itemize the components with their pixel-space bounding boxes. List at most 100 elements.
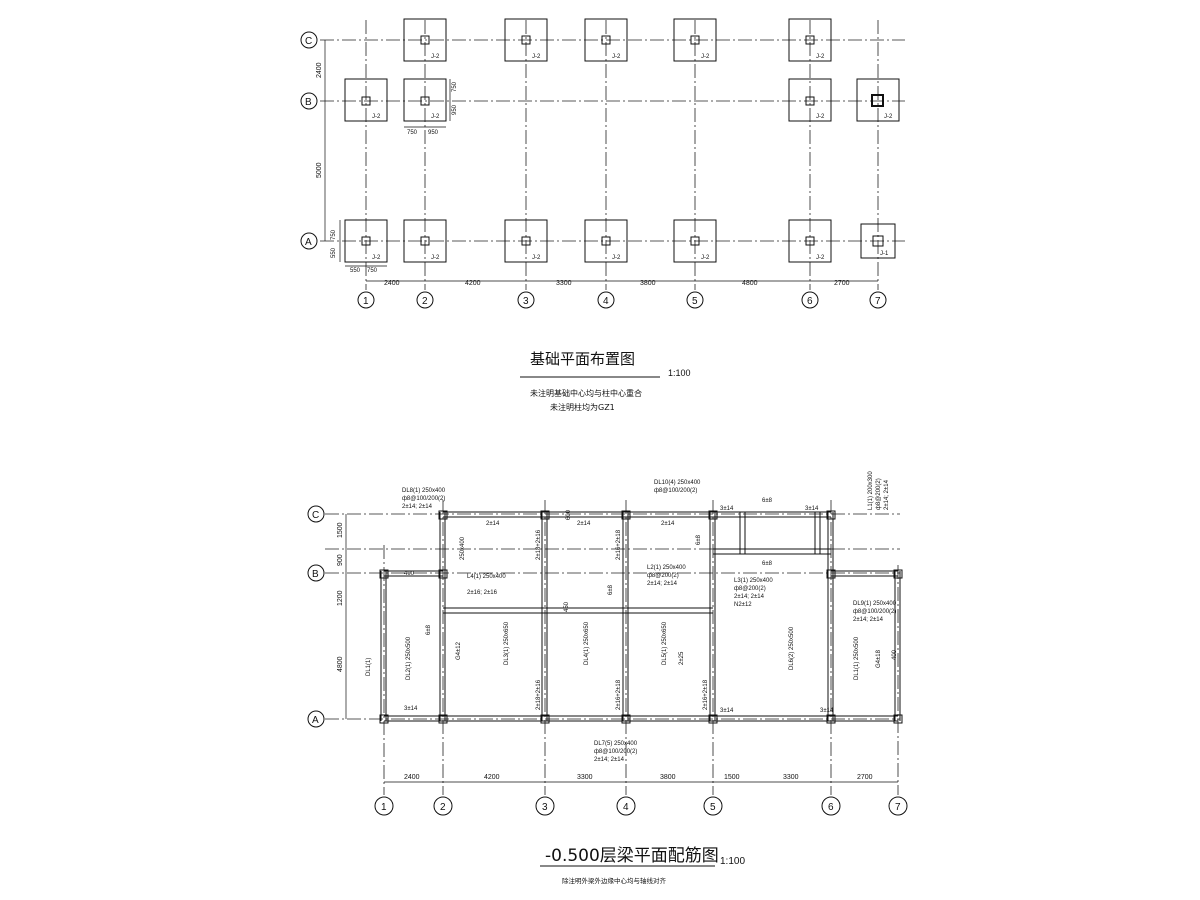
footing-label: J-2 [431, 114, 440, 120]
beam-label: DL2(1) 250x500 [406, 636, 412, 680]
beam-label: 3±14 [720, 708, 734, 714]
footing-label: J-2 [431, 255, 440, 261]
beam-label: DL10(4) 250x400 [654, 480, 701, 486]
axis-label-4: 4 [623, 802, 629, 813]
beam-label: DL6(2) 250x500 [789, 626, 795, 670]
span-x-5-6: 4800 [742, 280, 758, 287]
beam-label: 250x400 [460, 536, 466, 560]
beam-label: DL7(5) 250x400 [594, 741, 638, 747]
axis-label-1: 1 [363, 296, 369, 307]
span-y-C-B: 2400 [316, 62, 323, 78]
foundation-axis-bubbles: C B A 1 2 3 4 5 6 7 [300, 31, 887, 309]
detail-dim: 750 [367, 268, 378, 274]
footing-label: J-2 [532, 255, 541, 261]
beam-label: 6±8 [696, 534, 702, 545]
beam-label: ф8@100/200(2) [594, 749, 637, 755]
axis-label-1: 1 [381, 802, 387, 813]
beam-dimensions: 2400 4200 3300 3800 1500 3300 2700 1500 … [337, 514, 898, 783]
beam-label: 2±14 [577, 521, 591, 527]
beam-label: 3±14 [820, 708, 834, 714]
beam-label: 6±8 [762, 498, 773, 504]
footing-detail-dims: 750 950 750 950 550 750 550 750 [331, 79, 458, 274]
beam-label: L2(1) 250x400 [647, 565, 686, 571]
span-x-2-3: 4200 [465, 280, 481, 287]
beam-label: ф8@100/200(2) [402, 496, 445, 502]
axis-label-5: 5 [710, 802, 716, 813]
beam-plan-note: 除注明外梁外边缘中心均与轴线对齐 [562, 876, 667, 885]
axis-label-6: 6 [828, 802, 834, 813]
foundation-plan: J-2 J-2 J-2 J-2 J-2 J-2 J-2 J-2 J-2 J-2 … [300, 18, 905, 412]
beam-label: 2±18+2±16 [536, 529, 542, 560]
span-x: 2700 [857, 774, 873, 781]
beam-title-block: -0.500层梁平面配筋图 1:100 除注明外梁外边缘中心均与轴线对齐 [540, 846, 745, 885]
beam-label: DL3(1) 250x650 [504, 621, 510, 665]
beam-label: 2±14; 2±14 [402, 504, 433, 510]
beam-label: 6±8 [608, 584, 614, 595]
span-x-1-2: 2400 [384, 280, 400, 287]
beam-label: 2±14; 2±14 [853, 617, 884, 623]
detail-dim: 750 [407, 130, 418, 136]
beam-label: L4(1) 250x400 [467, 574, 506, 580]
beam-label: 2±14; 2±14 [594, 757, 625, 763]
beam-label: 2±14 [661, 521, 675, 527]
beam-label: 6±8 [762, 561, 773, 567]
beam-label: 2±16+2±18 [703, 679, 709, 710]
span-x: 3800 [660, 774, 676, 781]
beam-label: 3±14 [805, 506, 819, 512]
detail-dim: 950 [452, 104, 458, 115]
beam-label: DL1(1) 250x500 [854, 636, 860, 680]
beam-label: 2±25 [679, 651, 685, 665]
span-x: 1500 [724, 774, 740, 781]
span-x: 3300 [783, 774, 799, 781]
beam-plan-scale: 1:100 [720, 856, 745, 867]
axis-label-A: A [305, 237, 312, 248]
footing-label: J-2 [701, 54, 710, 60]
footing-label: J-2 [884, 114, 893, 120]
beams [380, 511, 901, 722]
axis-label-A: A [312, 715, 319, 726]
beam-label: ф8@200(2) [647, 573, 679, 579]
beam-label: ф8@200(2) [734, 586, 766, 592]
span-x-6-7: 2700 [834, 280, 850, 287]
beam-label: 600 [566, 509, 572, 520]
axis-label-C: C [312, 510, 319, 521]
axis-label-7: 7 [895, 802, 901, 813]
span-x-3-4: 3300 [556, 280, 572, 287]
footing-label: J-2 [372, 255, 381, 261]
foundation-plan-scale: 1:100 [668, 368, 691, 378]
span-y-B-A: 5000 [316, 162, 323, 178]
beam-label: DL9(1) 250x400 [853, 601, 897, 607]
beam-label: 3±14 [720, 506, 734, 512]
span-y: 4800 [337, 656, 344, 672]
beam-label: G4±18 [876, 649, 882, 668]
footing-label: J-2 [816, 255, 825, 261]
beam-label: 2±16; 2±16 [467, 590, 498, 596]
beam-label: DL1(1) [366, 658, 372, 676]
axis-label-7: 7 [875, 296, 881, 307]
detail-dim: 750 [331, 229, 337, 240]
footing-label: J-2 [532, 54, 541, 60]
beam-label: 2±14 [486, 521, 500, 527]
beam-label: ф8@100/200(2) [654, 488, 697, 494]
axis-label-4: 4 [603, 296, 609, 307]
axis-label-2: 2 [440, 802, 446, 813]
beam-label: G4±12 [456, 641, 462, 660]
beam-label: 2±14; 2±14 [884, 479, 890, 510]
span-x: 3300 [577, 774, 593, 781]
beam-label: 2±16+2±18 [616, 679, 622, 710]
span-y: 1500 [337, 522, 344, 538]
beam-label: DL4(1) 250x650 [584, 621, 590, 665]
beam-plan-title: -0.500层梁平面配筋图 [545, 846, 719, 866]
beam-plan: DL8(1) 250x400 ф8@100/200(2) 2±14; 2±14 … [307, 471, 908, 885]
beam-label: 400 [404, 571, 415, 577]
footing-pads [344, 18, 900, 263]
axis-label-2: 2 [422, 296, 428, 307]
span-y: 900 [337, 554, 344, 566]
footing-label-small: J-1 [880, 251, 889, 257]
beam-label: ф8@200(2) [876, 478, 882, 510]
axis-label-B: B [312, 569, 319, 580]
detail-dim: 550 [350, 268, 361, 274]
beam-label: 2±18+2±16 [536, 679, 542, 710]
beam-label: ф8@100/200(2) [853, 609, 896, 615]
